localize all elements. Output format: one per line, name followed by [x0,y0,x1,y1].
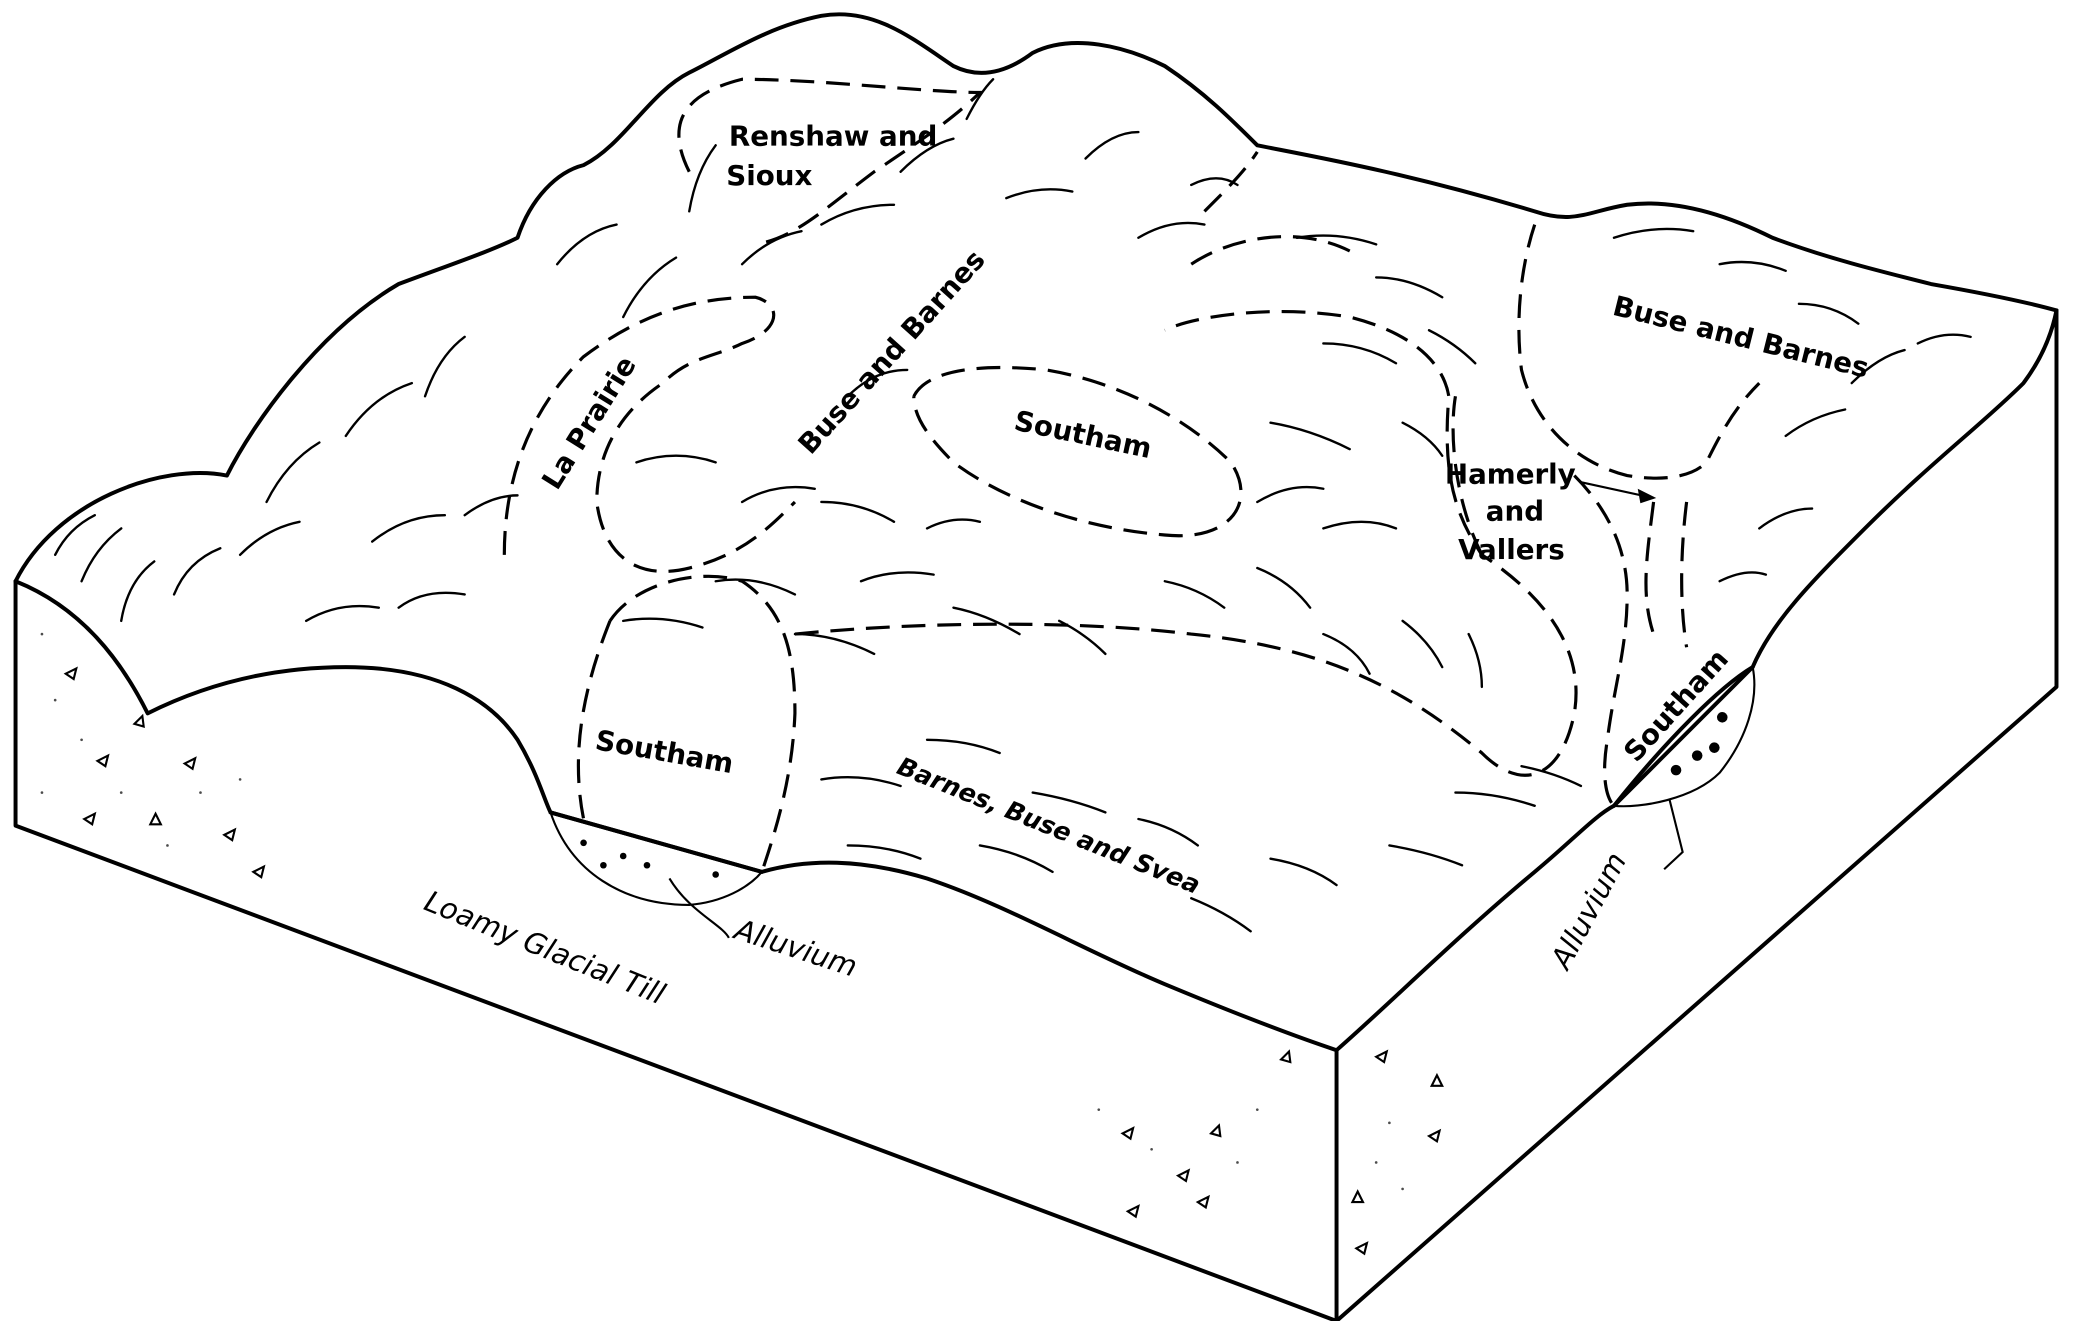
label-southam-center: Southam [1011,404,1154,465]
label-buse-barnes-right: Buse and Barnes [1610,289,1873,385]
label-barnes-buse-svea: Barnes, Buse and Svea [893,751,1204,899]
block-outline [13,12,2059,1321]
label-renshaw-sioux-line1: Renshaw and [729,119,937,152]
label-alluvium-front: Alluvium [729,912,862,984]
label-alluvium-right: Alluvium [1543,847,1633,976]
soil-boundaries [502,77,1761,873]
label-hamerly-line1: Hamerly [1445,457,1576,490]
label-southam-front: Southam [593,723,736,780]
label-buse-barnes-center: Buse and Barnes [791,243,991,460]
till-texture [40,632,1444,1256]
alluvium-deposits [548,665,1756,939]
label-hamerly-line2: and [1486,494,1544,527]
slope-hachures [53,78,1972,933]
label-renshaw-sioux-line2: Sioux [726,159,812,192]
label-hamerly-line3: Vallers [1458,533,1565,566]
label-la-prairie: La Prairie [535,350,643,495]
